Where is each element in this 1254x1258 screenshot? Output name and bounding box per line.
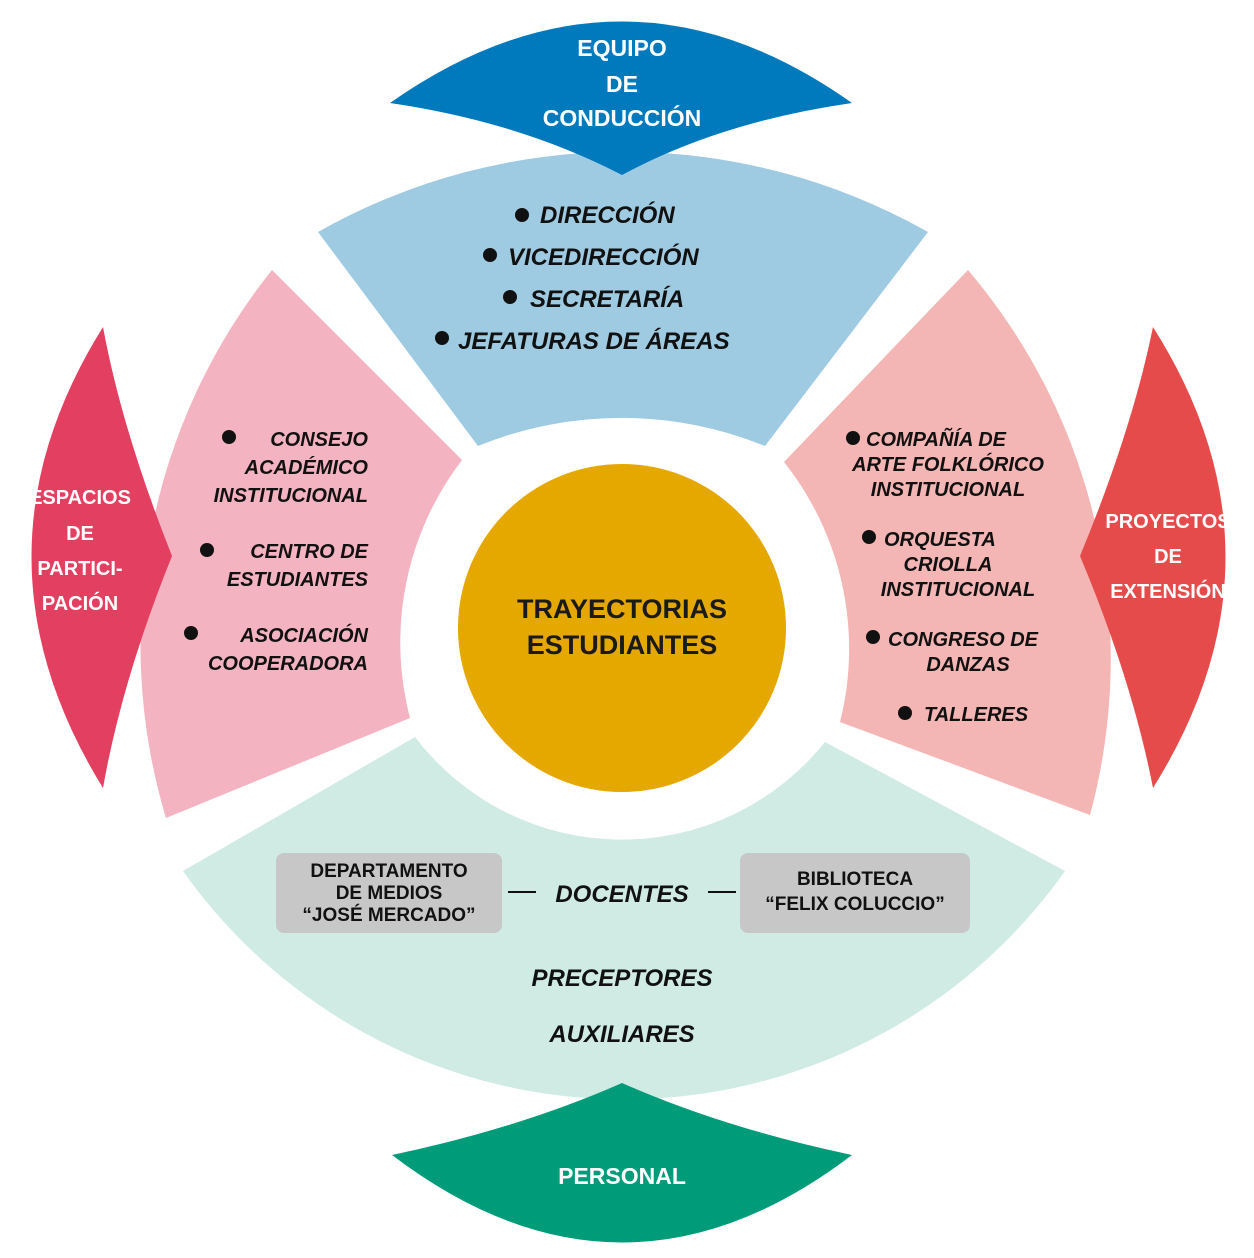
sector-left [140, 270, 463, 818]
bullet-dot [862, 530, 876, 544]
right-item-talleres: TALLERES [924, 704, 1029, 726]
right-item-congreso-line2: DANZAS [926, 654, 1010, 676]
header-top-shape [390, 21, 852, 175]
header-left-line3: PARTICI- [37, 558, 122, 580]
center-circle [458, 464, 786, 792]
bullet-dot [898, 706, 912, 720]
left-item-consejo-line1: CONSEJO [270, 429, 368, 451]
header-right-line2: DE [1154, 546, 1182, 568]
right-item-orquesta-line1: ORQUESTA [884, 529, 996, 551]
header-left-line4: PACIÓN [42, 591, 118, 615]
biblioteca-box [740, 853, 970, 933]
box-left-line3: “JOSÉ MERCADO” [302, 904, 475, 926]
left-item-centro-line2: ESTUDIANTES [227, 569, 369, 591]
right-item-orquesta-line3: INSTITUCIONAL [881, 579, 1035, 601]
box-left-line1: DEPARTAMENTO [310, 861, 467, 882]
right-item-orquesta-line2: CRIOLLA [904, 554, 993, 576]
bullet-dot [483, 248, 497, 262]
docentes-label: DOCENTES [555, 881, 688, 908]
bullet-dot [222, 430, 236, 444]
auxiliares-label: AUXILIARES [548, 1021, 694, 1048]
header-right-shape [1080, 327, 1226, 788]
center-title-line1: TRAYECTORIAS [517, 594, 727, 624]
bullet-dot [503, 290, 517, 304]
sector-right [784, 270, 1111, 815]
header-left-line1: ESPACIOS [29, 487, 131, 509]
top-item-vicedireccion: VICEDIRECCIÓN [508, 243, 699, 271]
sector-bottom [183, 737, 1065, 1100]
header-bottom-line1: PERSONAL [558, 1163, 686, 1189]
box-left-line2: DE MEDIOS [336, 883, 443, 904]
bullet-dot [435, 331, 449, 345]
left-item-asociacion-line2: COOPERADORA [208, 653, 368, 675]
top-item-direccion: DIRECCIÓN [540, 201, 675, 229]
top-item-jefaturas: JEFATURAS DE ÁREAS [458, 327, 730, 355]
left-item-asociacion-line1: ASOCIACIÓN [239, 623, 368, 647]
bullet-dot [515, 208, 529, 222]
left-item-consejo-line3: INSTITUCIONAL [214, 485, 368, 507]
left-item-consejo-line2: ACADÉMICO [244, 456, 369, 479]
header-left-shape [31, 327, 172, 788]
header-top-line3: CONDUCCIÓN [543, 104, 701, 131]
header-right-line1: PROYECTOS [1105, 511, 1230, 533]
top-item-secretaria: SECRETARÍA [530, 285, 684, 313]
preceptores-label: PRECEPTORES [532, 965, 713, 992]
right-item-compania-line2: ARTE FOLKLÓRICO [851, 452, 1044, 476]
box-right-line2: “FELIX COLUCCIO” [765, 894, 944, 915]
center-title-line2: ESTUDIANTES [527, 630, 718, 660]
left-item-centro-line1: CENTRO DE [250, 541, 368, 563]
header-top-line1: EQUIPO [577, 35, 666, 61]
bullet-dot [846, 431, 860, 445]
box-right-line1: BIBLIOTECA [797, 869, 913, 890]
sector-top [318, 151, 928, 446]
right-item-congreso-line1: CONGRESO DE [888, 629, 1039, 651]
bullet-dot [866, 630, 880, 644]
bullet-dot [200, 543, 214, 557]
bullet-dot [184, 626, 198, 640]
right-item-compania-line1: COMPAÑÍA DE [866, 428, 1007, 451]
header-top-line2: DE [606, 71, 638, 97]
header-left-line2: DE [66, 523, 94, 545]
right-item-compania-line3: INSTITUCIONAL [871, 479, 1025, 501]
departamento-medios-box [276, 853, 502, 933]
header-bottom-shape [392, 1083, 852, 1243]
header-right-line3: EXTENSIÓN [1110, 579, 1226, 603]
